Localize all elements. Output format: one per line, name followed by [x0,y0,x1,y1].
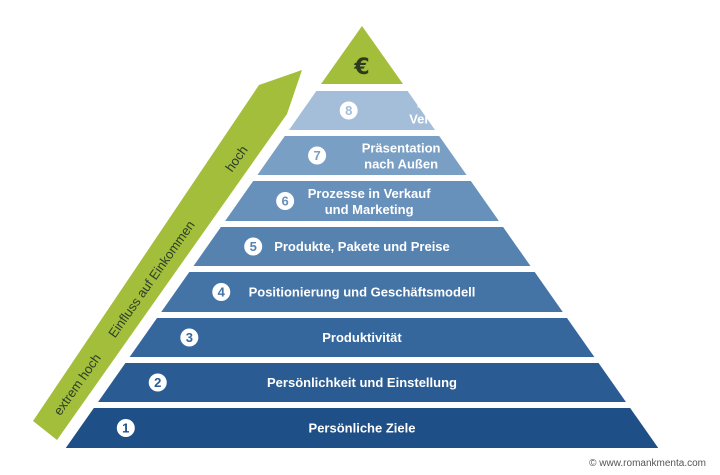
level-number: 1 [122,421,129,436]
level-number-badge [212,283,231,301]
level-number: 5 [250,239,257,254]
level-number: 8 [345,103,352,118]
level-number-badge [180,328,199,347]
pyramid-top [321,26,403,84]
level-band [129,318,595,357]
influence-arrow [33,70,302,440]
level-label: Präsentation [362,141,441,156]
level-band [225,181,499,221]
level-label: Persönliche Ziele [309,421,416,436]
level-number: 6 [282,194,289,209]
level-label: Produktivität [322,330,402,345]
level-number-badge [308,146,327,165]
level-label: und Marketing [325,202,414,217]
level-number-badge [116,419,135,437]
level-band [98,363,626,402]
level-number-badge [339,101,358,120]
pyramid-level-8: 8 Pers.Verkauf [288,91,457,130]
level-number: 2 [154,375,161,390]
level-number-badge [244,237,263,256]
level-number: 3 [186,330,193,345]
euro-symbol: € [353,55,369,80]
pyramid-level-1: 1 Persönliche Ziele [65,408,659,448]
level-number: 4 [218,285,226,300]
level-label: Produkte, Pakete und Preise [274,239,450,254]
level-label: Pers. [417,96,449,111]
level-label: Verkauf [409,112,457,127]
level-label: Positionierung und Geschäftsmodell [249,285,476,300]
level-number: 7 [313,148,320,163]
level-band [257,136,467,175]
level-band [288,91,436,130]
level-band [193,227,531,266]
pyramid-level-3: 3 Produktivität [129,318,595,357]
level-number-badge [148,373,167,392]
level-number-badge [276,192,295,210]
level-band [65,408,659,448]
pyramid-level-2: 2 Persönlichkeit und Einstellung [98,363,626,402]
copyright: © www.romankmenta.com [589,458,706,469]
pyramid-levels: 1 Persönliche Ziele 2 Persönlichkeit und Ei… [65,91,659,448]
level-band [161,272,563,312]
level-label: Prozesse in Verkauf [308,186,432,201]
pyramid-level-5: 5 Produkte, Pakete und Preise [193,227,531,266]
level-label: Persönlichkeit und Einstellung [267,375,457,390]
pyramid-level-4: 4 Positionierung und Geschäftsmodell [161,272,563,312]
level-label: nach Außen [364,157,438,172]
